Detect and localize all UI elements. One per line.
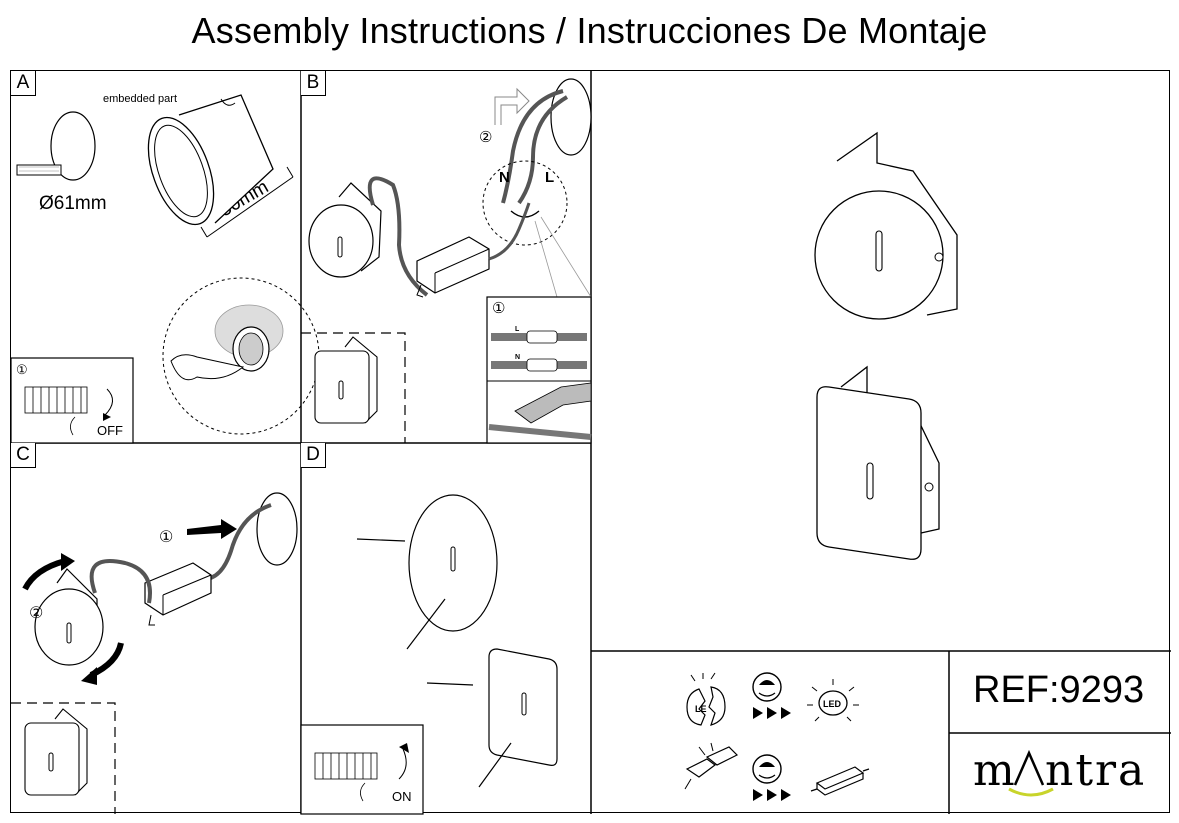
svg-text:m: m [973, 745, 1017, 796]
broken-driver-icon [684, 742, 739, 790]
embedded-part-label: embedded part [103, 93, 177, 105]
technician-icon-2 [752, 754, 782, 784]
arrow-icons [753, 707, 791, 719]
svg-text:ntra: ntra [1045, 745, 1146, 796]
svg-text:LED: LED [823, 699, 842, 709]
panel-a-label: A [11, 71, 36, 96]
wire-l-tag: L [515, 326, 520, 333]
panel-c: C ① ② [11, 443, 301, 814]
replacement-icons: LE LED [591, 651, 949, 814]
rotate-step: ② [29, 605, 44, 622]
driver-icon [810, 766, 870, 796]
panel-a-drawing [10, 94, 320, 444]
remove-driver-step: ① [159, 529, 174, 546]
diameter-label: Ø61mm [39, 193, 107, 214]
panel-d-label: D [301, 443, 326, 468]
reference-code: REF:9293 [973, 669, 1145, 711]
live-label: L [545, 169, 555, 186]
connect-step: ① [492, 300, 506, 317]
panel-c-label: C [11, 443, 36, 468]
panel-d-drawing [300, 494, 558, 815]
led-icon: LED [807, 679, 859, 722]
neutral-label: N [499, 169, 510, 186]
arrow-icons-2 [753, 789, 791, 801]
panel-b: B [301, 71, 592, 444]
panel-d: D ON [300, 443, 591, 815]
broken-led-icon: LE [686, 672, 726, 726]
panel-a: A embedded part Ø61mm 50mm [10, 71, 320, 444]
technician-icon [752, 672, 782, 702]
switch-on-label: ON [392, 789, 412, 804]
icons-drawing: LE LED [684, 672, 870, 801]
panel-b-label: B [301, 71, 326, 96]
panel-c-drawing [11, 492, 298, 814]
svg-text:LE: LE [695, 704, 707, 714]
product-view [591, 71, 1171, 651]
instruction-sheet: A embedded part Ø61mm 50mm [10, 70, 1171, 815]
product-drawing [814, 131, 958, 560]
panel-b-drawing [301, 78, 592, 444]
mantra-logo-icon: m ntra [973, 745, 1146, 797]
switch-off-label: OFF [97, 423, 123, 438]
wire-n-tag: N [515, 354, 521, 361]
page-title: Assembly Instructions / Instrucciones De… [191, 10, 988, 51]
pull-cable-step: ② [479, 129, 493, 146]
step-one-marker: ① [16, 362, 28, 377]
